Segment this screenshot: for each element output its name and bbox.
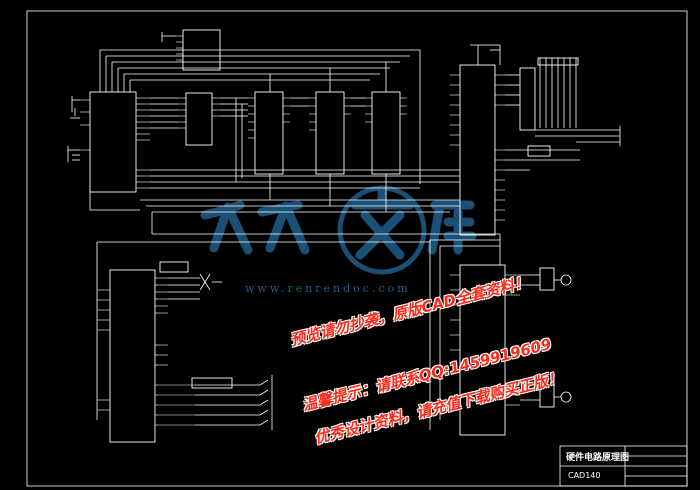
ic-memory-2 — [309, 91, 351, 175]
title-block-drawing-number: CAD140 — [568, 471, 601, 480]
ic-latch — [178, 92, 220, 146]
output-drivers — [520, 267, 572, 408]
keypad-circuit — [159, 261, 273, 430]
crystal-circuit — [67, 96, 80, 162]
watermark-url: www.renrendoc.com — [245, 282, 411, 295]
ic-u6-lower-left — [96, 241, 430, 443]
address-bus — [99, 49, 421, 184]
renrendoc-logo — [200, 185, 477, 275]
resistor-network — [505, 57, 621, 171]
ic-memory-1 — [248, 91, 290, 175]
drawing-border — [26, 10, 688, 487]
title-block-title: 硬件电路原理图 — [566, 453, 630, 463]
ic-u5-lower-right — [429, 234, 520, 436]
control-wires — [89, 169, 500, 235]
ic-u4-upper-right — [450, 44, 505, 236]
ic-memory-3 — [365, 91, 407, 175]
title-block — [559, 445, 688, 487]
ic-u1 — [80, 91, 150, 193]
